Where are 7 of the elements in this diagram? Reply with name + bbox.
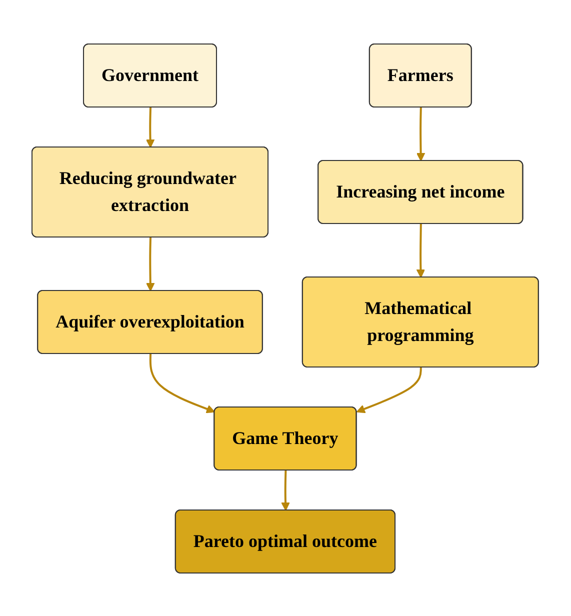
arrow [356, 366, 422, 413]
arrow [416, 223, 426, 278]
arrow [281, 470, 290, 510]
arrow [416, 106, 426, 161]
arrow [146, 236, 156, 291]
arrow [146, 106, 155, 148]
arrow [150, 353, 216, 413]
